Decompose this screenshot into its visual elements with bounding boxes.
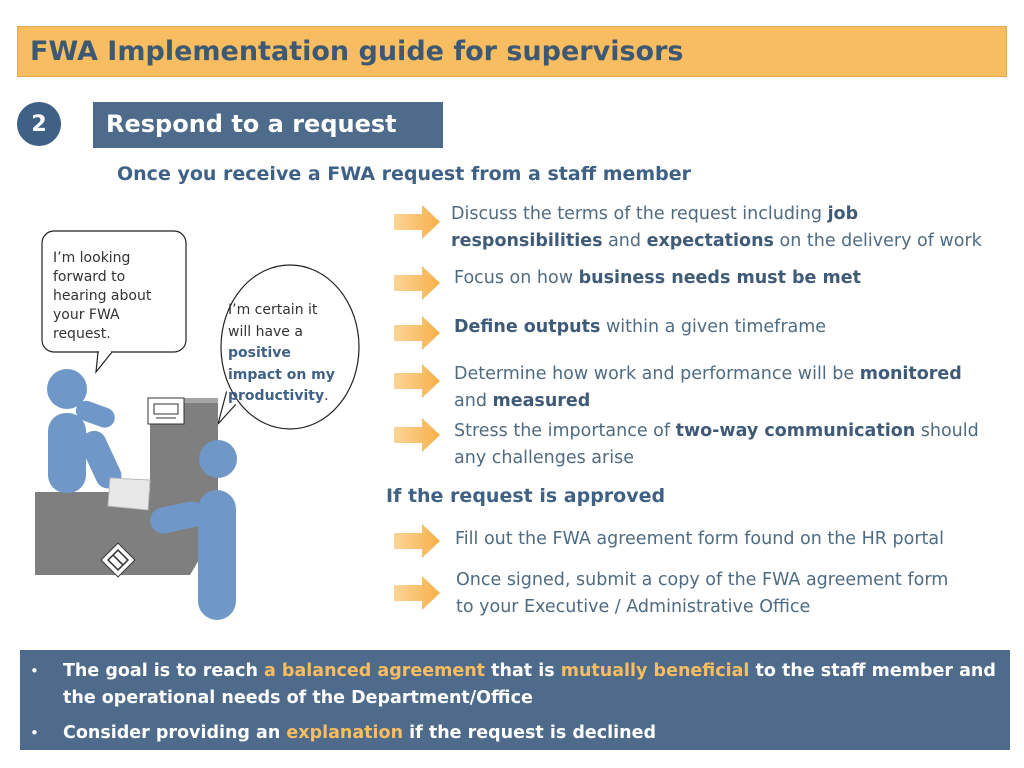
arrow-right-icon [394,266,440,300]
section-title: Respond to a request [93,102,443,148]
arrow-right-icon [394,418,440,452]
arrow-right-icon [394,576,440,610]
speech-bubble-tail [95,351,114,374]
bubble-left-text: I’m looking forward to hearing about you… [53,250,152,342]
speech-bubble-left [41,230,187,353]
illustration [35,230,360,620]
paper [107,477,151,511]
key-points-box: • The goal is to reach a balanced agreem… [20,650,1010,750]
list-item-define-outputs: Define outputs within a given timeframe [454,317,827,337]
key-point-explanation: • Consider providing an explanation if t… [30,723,656,743]
person-left [47,369,122,493]
approved-heading: If the request is approved [386,485,666,507]
arrow-right-icon [394,364,440,398]
arrow-right-icon [394,524,440,558]
speech-bubble-right [220,264,360,430]
list-item-submit-form: Once signed, submit a copy of the FWA ag… [456,570,949,617]
arrow-right-icon [394,205,440,239]
page-title: FWA Implementation guide for supervisors [30,36,684,67]
person-right [150,440,237,620]
list-item-monitoring: Determine how work and performance will … [454,364,962,411]
bubble-right-text: I’m certain it will have a positive impa… [228,302,335,404]
arrow-right-icon [394,316,440,350]
list-item-fill-form: Fill out the FWA agreement form found on… [455,529,944,549]
list-item-business-needs: Focus on how business needs must be met [454,268,861,288]
title-bar: FWA Implementation guide for supervisors [17,26,1007,77]
step-number-badge: 2 [17,102,61,146]
receive-heading: Once you receive a FWA request from a st… [117,163,692,185]
un-emblem-icon [100,542,136,578]
printer-icon [147,397,185,425]
key-point-balanced-agreement: • The goal is to reach a balanced agreem… [30,661,996,708]
list-item-communication: Stress the importance of two-way communi… [454,421,979,468]
list-item-discuss: Discuss the terms of the request includi… [451,204,982,251]
